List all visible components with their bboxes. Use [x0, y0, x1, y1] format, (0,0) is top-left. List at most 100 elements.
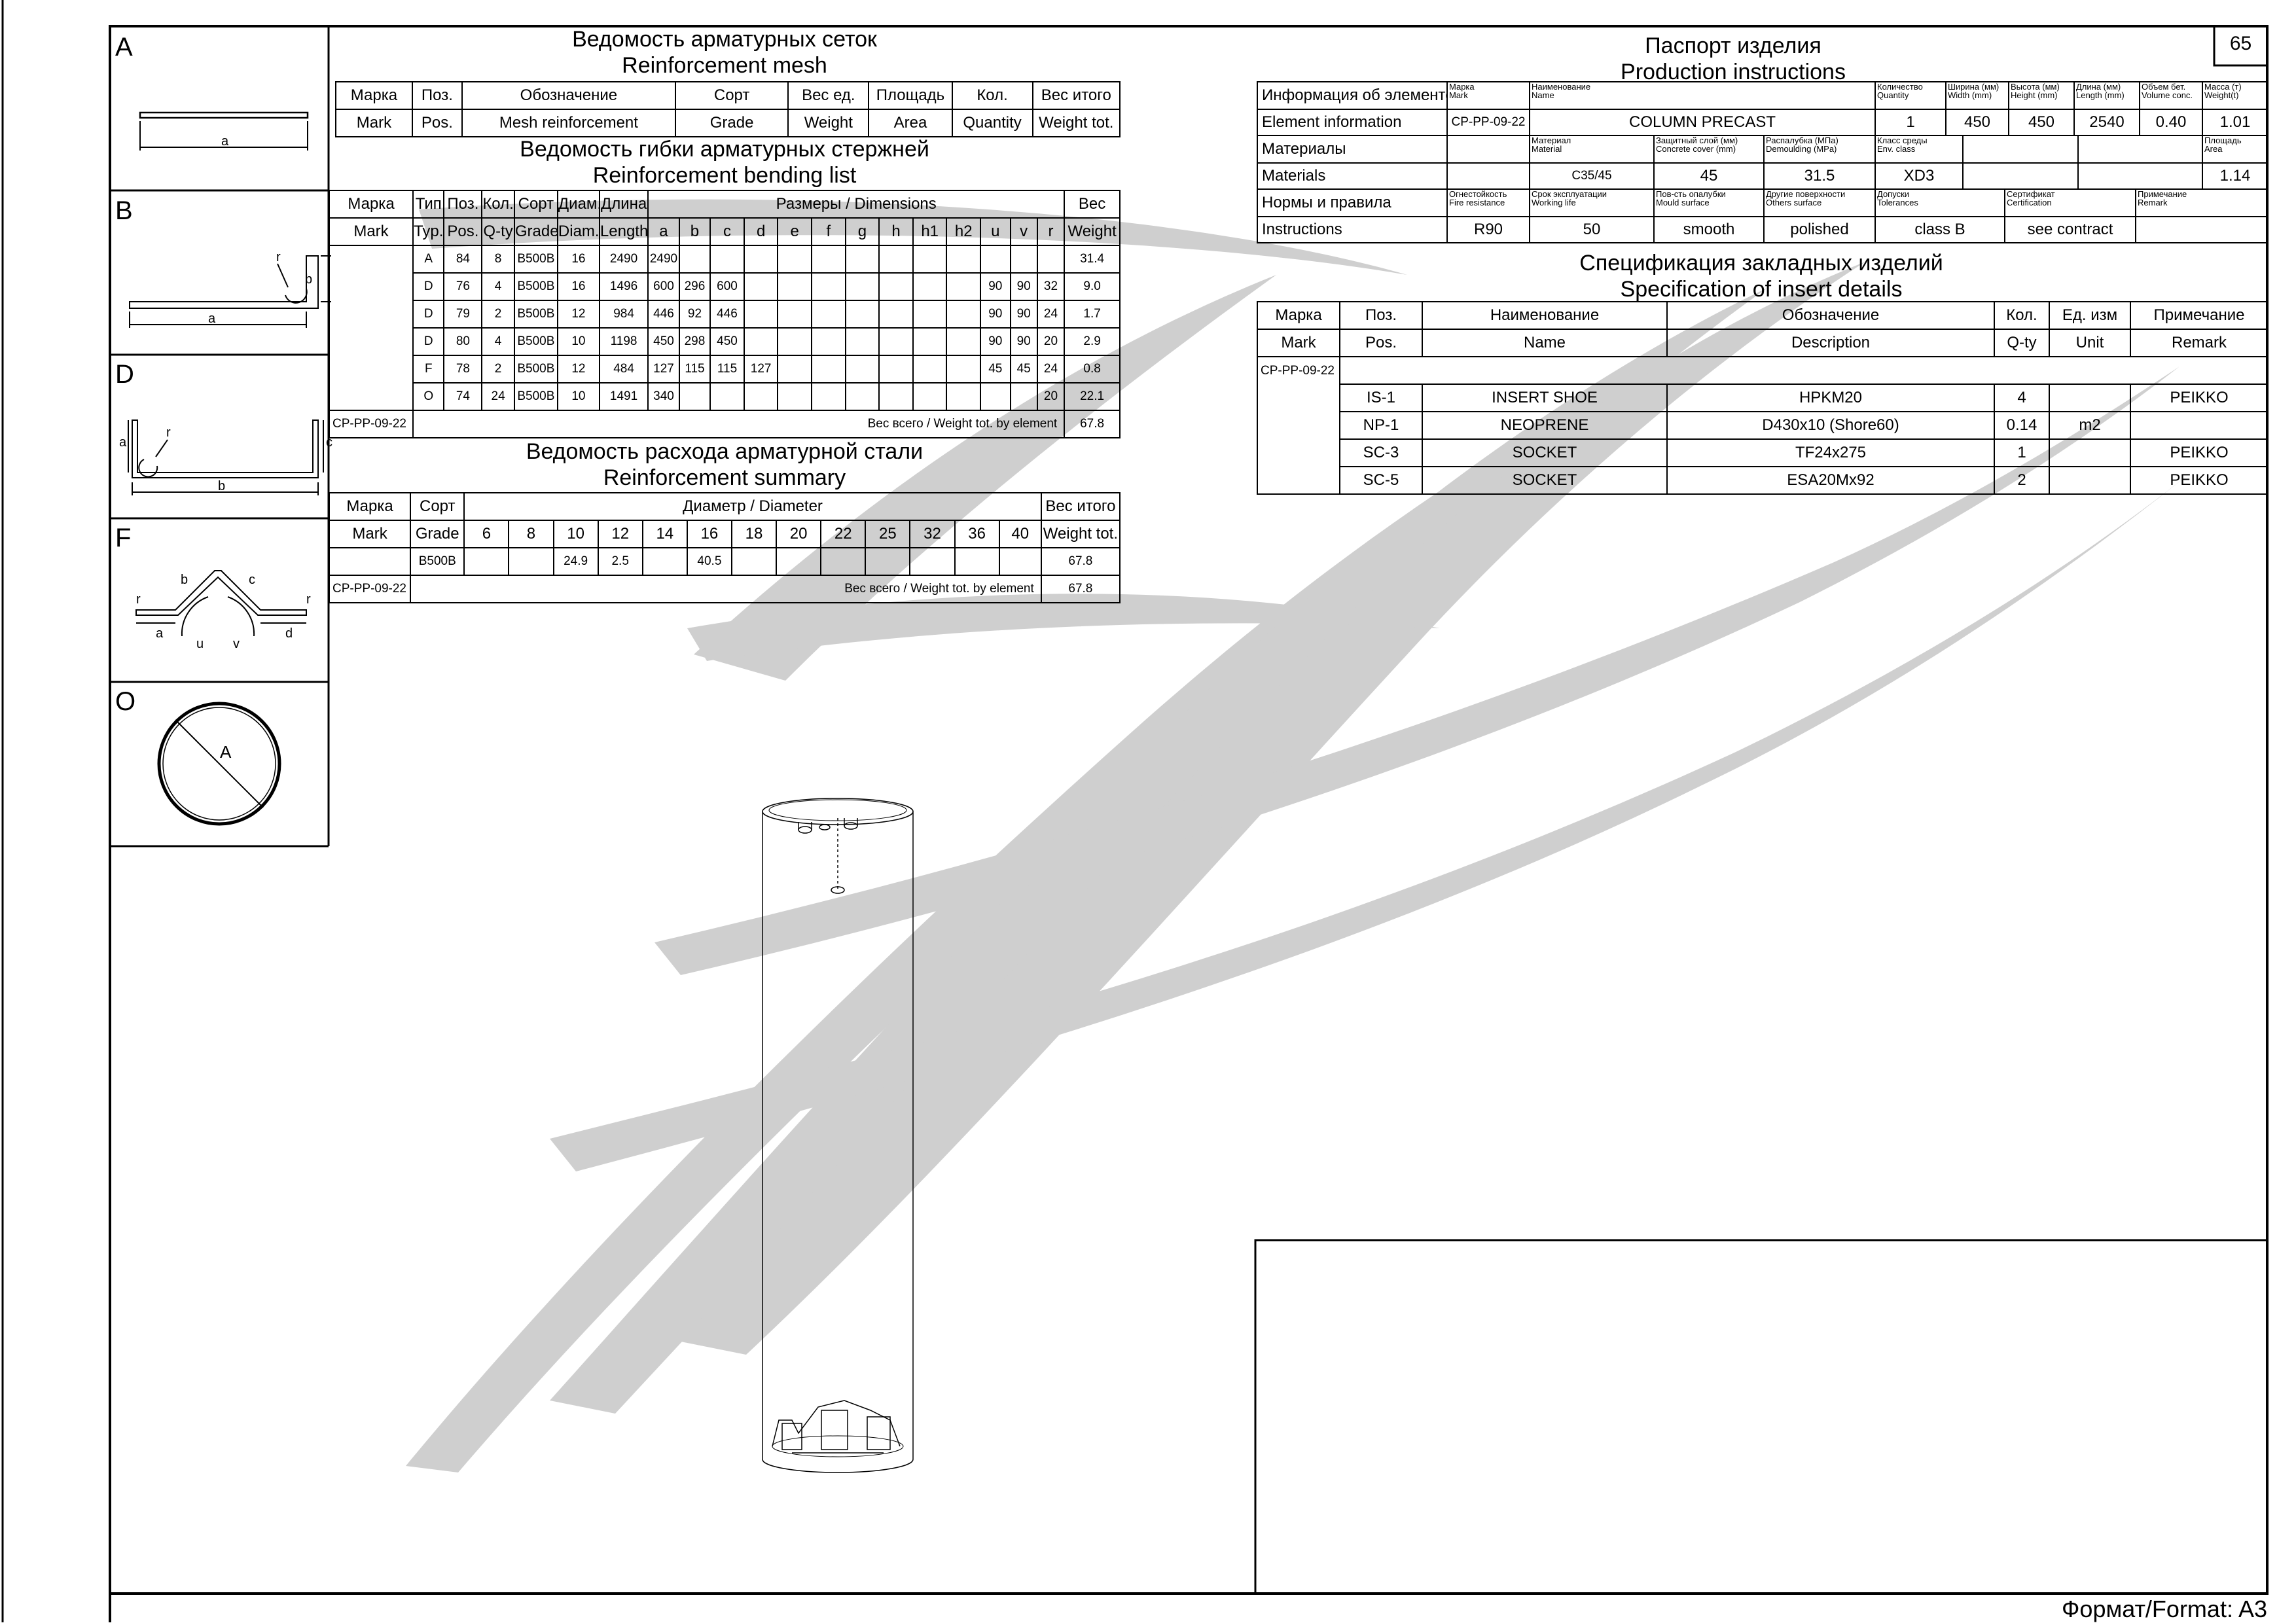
- dim-letter-b: b: [678, 217, 711, 246]
- passport-tol-hdr-ru: Допуски: [1877, 189, 1910, 199]
- bending-cell-dim-r: 24: [1036, 300, 1066, 329]
- inserts-mark: CP-PP-09-22: [1257, 356, 1340, 384]
- inserts-hdr-name-en: Name: [1422, 329, 1668, 357]
- passport-height: 450: [2008, 109, 2075, 136]
- summary-hdr-weight-en: Weight tot.: [1040, 520, 1121, 548]
- shape-letter-f: F: [115, 524, 132, 552]
- summary-title-en: Reinforcement summary: [603, 465, 846, 490]
- dim-letter-e: e: [777, 217, 813, 246]
- bending-hdr-pos: Поз.: [443, 190, 483, 219]
- bending-cell-dim-d: [743, 272, 779, 301]
- bending-cell-grade: B500B: [513, 300, 558, 329]
- bending-cell-dim-r: 32: [1036, 272, 1066, 301]
- passport-materials-empty-2: [2077, 135, 2203, 164]
- summary-diam-10: 10: [552, 520, 599, 548]
- bending-cell-dim-a: 450: [647, 327, 680, 356]
- passport-mass: 1.01: [2202, 109, 2269, 136]
- inserts-hdr-remark-en: Remark: [2130, 329, 2269, 357]
- bending-cell-length: 1491: [598, 382, 649, 411]
- passport-other-hdr-ru: Другие поверхности: [1766, 189, 1846, 199]
- passport-env-hdr-en: Env. class: [1877, 144, 1916, 154]
- bending-cell-dim-v: [1009, 245, 1038, 274]
- bending-cell-dim-r: 20: [1036, 327, 1066, 356]
- summary-diam-12: 12: [597, 520, 643, 548]
- shape-f-diagram: r a b c d r u v: [135, 570, 311, 651]
- passport-mould-hdr-ru: Пов-сть опалубки: [1656, 189, 1726, 199]
- bending-cell-dim-c: 600: [709, 272, 745, 301]
- bending-cell-dim-h1: [912, 382, 948, 411]
- bending-cell-diam: 12: [556, 355, 600, 383]
- passport-volume: 0.40: [2139, 109, 2203, 136]
- mesh-hdr-weight-tot-en: Weight tot.: [1031, 109, 1121, 137]
- inserts-cell-remark: PEIKKO: [2130, 383, 2269, 412]
- passport-materials-spacer-2: [1446, 162, 1530, 190]
- inserts-cell-qty: 4: [1994, 383, 2050, 412]
- inserts-cell-name: INSERT SHOE: [1422, 383, 1668, 412]
- inserts-cell-pos: SC-3: [1339, 438, 1423, 467]
- bending-cell-dim-r: [1036, 245, 1066, 274]
- shape-f-dim-c: c: [249, 573, 255, 587]
- inserts-cell-unit: [2049, 438, 2131, 467]
- bending-cell-dim-g: [844, 272, 880, 301]
- summary-total-label: Вес всего / Weight tot. by element: [410, 575, 1042, 603]
- passport-material-hdr-en: Material: [1532, 144, 1562, 154]
- inserts-row-mark: [1257, 467, 1340, 495]
- sheet-number: 65: [2229, 33, 2252, 54]
- passport-material: C35/45: [1529, 162, 1655, 190]
- bending-hdr-grade: Сорт: [513, 190, 558, 219]
- bending-cell-qty: 24: [481, 382, 515, 411]
- inserts-table: Марка Поз. Наименование Обозначение Кол.…: [1257, 301, 2269, 495]
- passport-qty: 1: [1874, 109, 1946, 136]
- bending-cell-length: 484: [598, 355, 649, 383]
- bending-hdr-diam: Диам.: [556, 190, 600, 219]
- bending-hdr-weight: Вес: [1064, 190, 1121, 219]
- bending-hdr-type: Тип: [412, 190, 445, 219]
- bending-cell-dim-b: 296: [678, 272, 711, 301]
- passport-mass-hdr-ru: Масса (т): [2204, 82, 2242, 92]
- inserts-cell-desc: ESA20Mx92: [1666, 466, 1995, 495]
- bending-total-label: Вес всего / Weight tot. by element: [412, 410, 1066, 438]
- passport-materials-spacer: [1446, 135, 1530, 164]
- summary-diam-36: 36: [954, 520, 1000, 548]
- inserts-cell-qty: 2: [1994, 466, 2050, 495]
- mesh-hdr-grade: Сорт: [674, 81, 789, 110]
- inserts-hdr-mark: Марка: [1257, 301, 1340, 330]
- bending-cell-dim-h2: [946, 382, 982, 411]
- summary-value-20: [776, 547, 822, 576]
- passport-width-hdr-en: Width (mm): [1948, 90, 1992, 100]
- bending-hdr-pos-en: Pos.: [443, 217, 483, 246]
- passport-cover-hdr-en: Concrete cover (mm): [1656, 144, 1736, 154]
- bending-cell-pos: 79: [443, 300, 483, 329]
- bending-cell-weight: 2.9: [1064, 327, 1121, 356]
- passport-length-hdr-ru: Длина (мм): [2076, 82, 2121, 92]
- passport-length: 2540: [2073, 109, 2140, 136]
- summary-diam-20: 20: [776, 520, 822, 548]
- passport-area: 1.14: [2202, 162, 2269, 190]
- bending-cell-dim-g: [844, 245, 880, 274]
- bending-cell-dim-g: [844, 355, 880, 383]
- summary-value-36: [954, 547, 1000, 576]
- bending-cell-dim-u: [980, 382, 1011, 411]
- passport-row1-label-ru: Информация об элементе: [1257, 81, 1448, 110]
- passport-height-hdr-en: Height (mm): [2011, 90, 2058, 100]
- mesh-hdr-area: Площадь: [868, 81, 953, 110]
- inserts-cell-desc: TF24x275: [1666, 438, 1995, 467]
- inserts-cell-pos: NP-1: [1339, 411, 1423, 440]
- bending-hdr-mark: Марка: [329, 190, 414, 219]
- inserts-cell-unit: m2: [2049, 411, 2131, 440]
- bending-cell-dim-c: 446: [709, 300, 745, 329]
- passport-life-hdr-ru: Срок эксплуатации: [1532, 189, 1607, 199]
- summary-hdr-grade-en: Grade: [410, 520, 465, 548]
- bending-cell-grade: B500B: [513, 272, 558, 301]
- dim-letter-d: d: [743, 217, 779, 246]
- bending-cell-dim-d: [743, 300, 779, 329]
- bending-cell-dim-h2: [946, 327, 982, 356]
- shape-f-dim-b: b: [181, 573, 188, 587]
- summary-value-40: [998, 547, 1042, 576]
